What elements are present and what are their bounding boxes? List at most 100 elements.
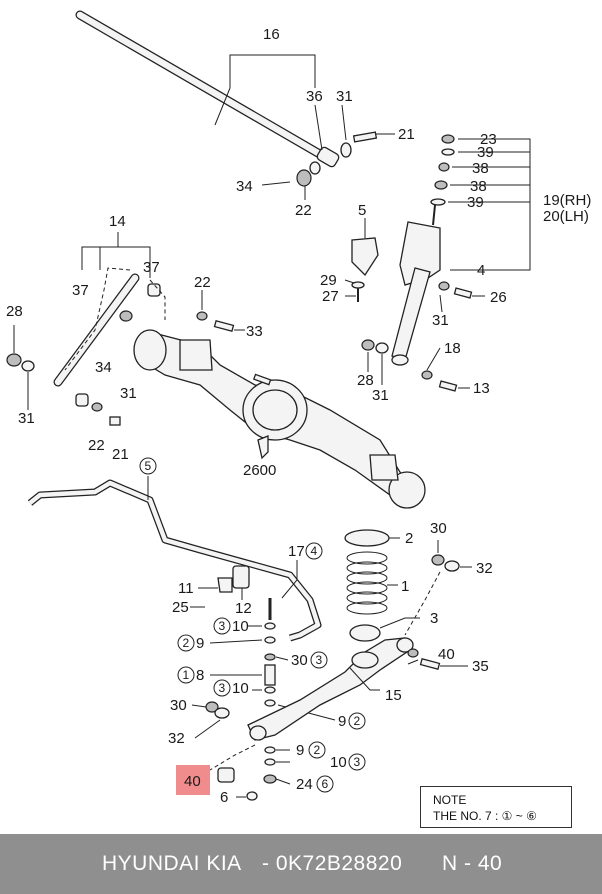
footer-part-number: - 0K72B28820 xyxy=(262,852,403,875)
svg-text:6: 6 xyxy=(322,777,329,791)
label-22: 22 xyxy=(295,202,312,219)
circled-2: 2 xyxy=(348,712,366,730)
label-1: 1 xyxy=(401,578,409,595)
svg-text:4: 4 xyxy=(311,544,318,558)
label-2600: 2600 xyxy=(243,462,276,479)
label-8: 8 xyxy=(196,667,204,684)
footer-bar: HYUNDAI KIA - 0K72B28820 N - 40 xyxy=(0,834,602,894)
label-39: 39 xyxy=(467,194,484,211)
label-22: 22 xyxy=(88,437,105,454)
circled-3: 3 xyxy=(213,617,231,635)
note-text: THE NO. 7 : ① ~ ⑥ xyxy=(433,809,537,823)
label-19-rh: 19(RH) xyxy=(543,192,591,209)
label-28: 28 xyxy=(6,303,23,320)
label-34: 34 xyxy=(236,178,253,195)
circled-3: 3 xyxy=(310,651,328,669)
circled-3: 3 xyxy=(348,753,366,771)
label-33: 33 xyxy=(246,323,263,340)
label-25: 25 xyxy=(172,599,189,616)
svg-text:2: 2 xyxy=(314,743,321,757)
svg-text:1: 1 xyxy=(183,668,190,682)
label-24: 24 xyxy=(296,776,313,793)
label-38: 38 xyxy=(472,160,489,177)
svg-text:3: 3 xyxy=(316,653,323,667)
label-31: 31 xyxy=(120,385,137,402)
circled-5: 5 xyxy=(139,457,157,475)
footer-brand: HYUNDAI KIA xyxy=(102,852,242,875)
svg-text:2: 2 xyxy=(183,636,190,650)
label-31: 31 xyxy=(336,88,353,105)
label-13: 13 xyxy=(473,380,490,397)
svg-text:3: 3 xyxy=(219,681,226,695)
stabilizer-link xyxy=(263,598,277,784)
label-35: 35 xyxy=(472,658,489,675)
circled-2: 2 xyxy=(308,741,326,759)
label-10: 10 xyxy=(330,754,347,771)
callout-labels: 16 36 31 21 34 22 23 39 38 38 39 19(RH) … xyxy=(6,26,591,806)
stabilizer-bar xyxy=(27,479,322,642)
label-9: 9 xyxy=(338,713,346,730)
circled-4: 4 xyxy=(305,542,323,560)
label-10: 10 xyxy=(232,680,249,697)
svg-text:3: 3 xyxy=(219,619,226,633)
rear-suspension-diagram xyxy=(6,10,531,801)
label-4: 4 xyxy=(477,262,485,279)
rear-axle xyxy=(133,329,426,509)
label-30: 30 xyxy=(291,652,308,669)
label-26: 26 xyxy=(490,289,507,306)
label-21: 21 xyxy=(112,446,129,463)
label-37: 37 xyxy=(143,259,160,276)
lateral-rod xyxy=(75,10,378,187)
label-21: 21 xyxy=(398,126,415,143)
label-38: 38 xyxy=(470,178,487,195)
circled-3: 3 xyxy=(213,679,231,697)
label-5: 5 xyxy=(358,202,366,219)
label-14: 14 xyxy=(109,213,126,230)
label-18: 18 xyxy=(444,340,461,357)
label-28: 28 xyxy=(357,372,374,389)
label-12: 12 xyxy=(235,600,252,617)
label-11: 11 xyxy=(178,580,194,597)
label-9: 9 xyxy=(196,635,204,652)
label-20-lh: 20(LH) xyxy=(543,208,589,225)
coil-spring xyxy=(344,529,390,642)
label-32: 32 xyxy=(476,560,493,577)
label-10: 10 xyxy=(232,618,249,635)
label-27: 27 xyxy=(322,288,339,305)
highlight-part-40 xyxy=(176,765,210,795)
leaf-spring xyxy=(247,637,441,741)
circled-6: 6 xyxy=(316,775,334,793)
label-9: 9 xyxy=(296,742,304,759)
label-30: 30 xyxy=(170,697,187,714)
label-15: 15 xyxy=(385,687,402,704)
label-31: 31 xyxy=(18,410,35,427)
label-36: 36 xyxy=(306,88,323,105)
svg-text:2: 2 xyxy=(354,714,361,728)
note-title: NOTE xyxy=(433,793,467,807)
label-22: 22 xyxy=(194,274,211,291)
label-31: 31 xyxy=(432,312,449,329)
label-31: 31 xyxy=(372,387,389,404)
shock-absorber xyxy=(391,134,455,366)
label-39: 39 xyxy=(477,144,494,161)
upper-link xyxy=(53,273,161,426)
label-32: 32 xyxy=(168,730,185,747)
footer-page: N - 40 xyxy=(442,852,503,875)
svg-text:3: 3 xyxy=(354,755,361,769)
label-2: 2 xyxy=(405,530,413,547)
label-30: 30 xyxy=(430,520,447,537)
label-17: 17 xyxy=(288,543,305,560)
label-16: 16 xyxy=(263,26,280,43)
circled-1: 1 xyxy=(177,666,195,684)
label-29: 29 xyxy=(320,272,337,289)
circled-2: 2 xyxy=(177,634,195,652)
label-3: 3 xyxy=(430,610,438,627)
svg-text:5: 5 xyxy=(145,459,152,473)
label-34: 34 xyxy=(95,359,112,376)
label-40: 40 xyxy=(438,646,455,663)
label-40-highlighted: 40 xyxy=(184,773,201,790)
label-23: 23 xyxy=(480,131,497,148)
label-6: 6 xyxy=(220,789,228,806)
note-box: NOTE THE NO. 7 : ① ~ ⑥ xyxy=(420,786,572,828)
label-37: 37 xyxy=(72,282,89,299)
